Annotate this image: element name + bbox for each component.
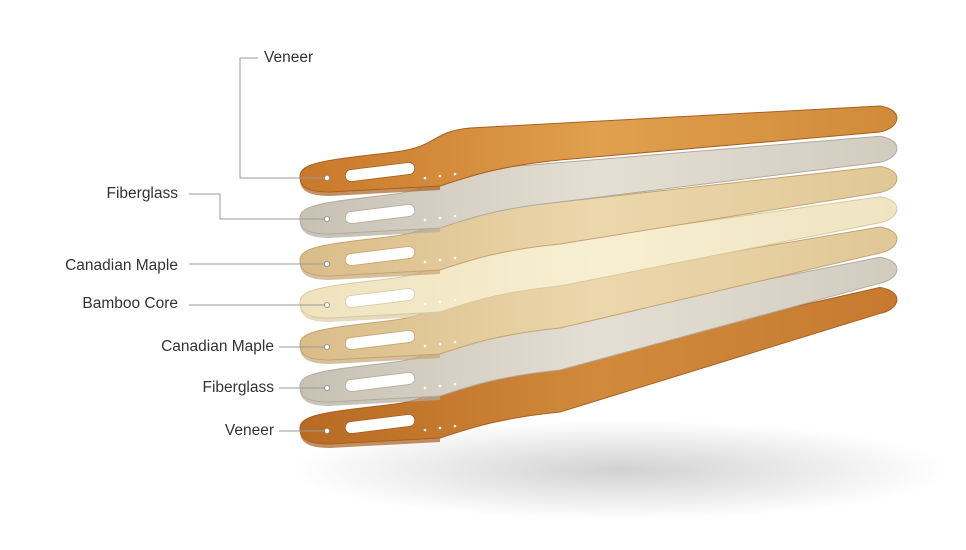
- layer-stack: [300, 106, 897, 448]
- deck-mounting-hole: [424, 345, 427, 348]
- deck-mounting-hole: [454, 425, 457, 428]
- label-fiberglass-top: Fiberglass: [107, 185, 179, 203]
- deck-mounting-hole: [454, 215, 457, 218]
- deck-mounting-hole: [439, 385, 442, 388]
- deck-mounting-hole: [424, 387, 427, 390]
- deck-mounting-hole: [439, 301, 442, 304]
- label-canadian-maple-top: Canadian Maple: [65, 257, 178, 275]
- deck-mounting-hole: [424, 429, 427, 432]
- label-bamboo-core: Bamboo Core: [82, 295, 178, 313]
- deck-mounting-hole: [454, 173, 457, 176]
- deck-mounting-hole: [454, 341, 457, 344]
- leader-dot: [324, 175, 329, 180]
- leader-dot: [324, 302, 329, 307]
- deck-mounting-hole: [439, 217, 442, 220]
- deck-mounting-hole: [454, 299, 457, 302]
- label-fiberglass-bottom: Fiberglass: [203, 379, 275, 397]
- leader-dot: [324, 428, 329, 433]
- deck-mounting-hole: [424, 261, 427, 264]
- deck-mounting-hole: [439, 175, 442, 178]
- leader-dot: [324, 216, 329, 221]
- deck-mounting-hole: [454, 257, 457, 260]
- leader-line-veneer-top: [240, 58, 325, 178]
- deck-mounting-hole: [424, 303, 427, 306]
- deck-mounting-hole: [424, 177, 427, 180]
- deck-mounting-hole: [454, 383, 457, 386]
- deck-mounting-hole: [439, 343, 442, 346]
- leader-lines: [189, 58, 325, 431]
- label-veneer-bottom: Veneer: [225, 422, 274, 440]
- label-canadian-maple-bottom: Canadian Maple: [161, 338, 274, 356]
- deck-mounting-hole: [439, 259, 442, 262]
- deck-mounting-hole: [439, 427, 442, 430]
- leader-dot: [324, 261, 329, 266]
- leader-dot: [324, 385, 329, 390]
- label-veneer-top: Veneer: [264, 49, 313, 67]
- leader-dot: [324, 344, 329, 349]
- deck-mounting-hole: [424, 219, 427, 222]
